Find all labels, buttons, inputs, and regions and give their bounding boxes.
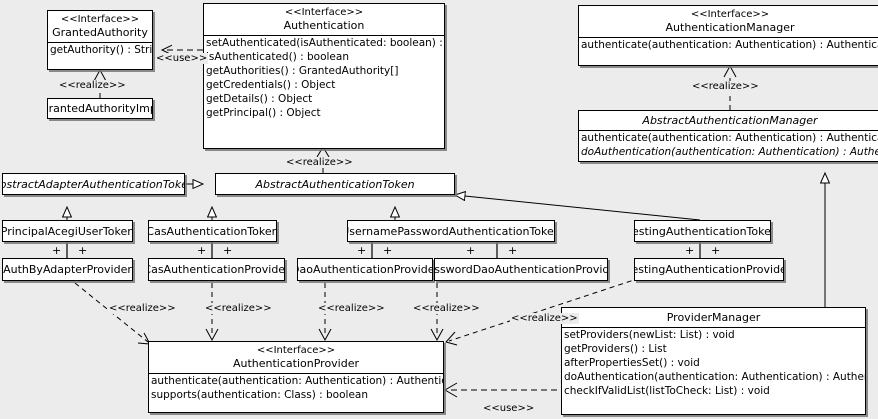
operation-row: setAuthenticated(isAuthenticated: boolea… [206,37,445,49]
association-visibility-marker: + [223,244,233,257]
class-dao-authentication-provider[interactable]: DaoAuthenticationProvider [297,258,433,281]
association-visibility-marker: + [357,244,367,257]
class-name-label: AuthByAdapterProvider [3,263,132,276]
association-visibility-marker: + [78,244,88,257]
stereotype-label: <<Interface>> [60,14,140,25]
class-name-label: AbstractAdapterAuthenticationToken [2,177,185,191]
association-visibility-marker: + [383,244,393,257]
class-name-label: GrantedAuthority [52,26,148,39]
class-name-label: TestingAuthenticationToken [634,224,771,238]
class-testing-authentication-provider[interactable]: TestingAuthenticationProvider [634,258,784,281]
class-name-label: CasAuthenticationProvider [148,263,285,276]
relationship-label-realize-testingauthenticationprovider: <<realize>> [510,313,579,324]
class-header: <<Interface>> Authentication [204,4,444,35]
class-name-label: GrantedAuthorityImpl [48,102,152,115]
operation-row: supports(authentication: Class) : boolea… [151,389,368,401]
class-username-password-authentication-token[interactable]: UsernamePasswordAuthenticationToken [347,220,555,242]
operation-row: authenticate(authentication: Authenticat… [151,375,444,387]
class-granted-authority[interactable]: <<Interface>> GrantedAuthority getAuthor… [47,10,153,70]
class-name-label: PasswordDaoAuthenticationProvider [434,263,607,276]
operations-compartment: authenticate(authentication: Authenticat… [579,37,878,52]
operation-row: getCredentials() : Object [206,79,336,91]
class-authentication-provider[interactable]: <<Interface>> AuthenticationProvider aut… [148,341,444,413]
class-name-label: Authentication [283,19,365,32]
class-authentication[interactable]: <<Interface>> Authentication setAuthenti… [203,3,445,149]
operation-row: authenticate(authentication: Authenticat… [581,132,878,144]
relationship-label-use-providermanager: <<use>> [482,403,536,414]
relationship-label-realize-abstractauthenticationtoken: <<realize>> [285,157,354,168]
operations-compartment: authenticate(authentication: Authenticat… [579,130,878,159]
operation-row: getAuthorities() : GrantedAuthority[] [206,65,399,77]
relationship-label-realize-grantedauthorityimpl: <<realize>> [58,80,127,91]
class-name-label: AbstractAuthenticationToken [255,177,415,191]
class-password-dao-authentication-provider[interactable]: PasswordDaoAuthenticationProvider [434,258,608,281]
class-name-label: PrincipalAcegiUserToken [2,224,133,238]
stereotype-label: <<Interface>> [256,345,336,356]
operation-row: afterPropertiesSet() : void [564,357,700,369]
relationship-label-use-authentication-grantedauthority: <<use>> [155,53,209,64]
class-authentication-manager[interactable]: <<Interface>> AuthenticationManager auth… [578,5,878,66]
relationship-label-realize-authbyadapterprovider: <<realize>> [108,303,177,314]
class-name-label: CasAuthenticationToken [148,224,277,238]
class-name-label: DaoAuthenticationProvider [297,263,433,276]
class-abstract-authentication-token[interactable]: AbstractAuthenticationToken [215,173,455,195]
operation-row: getDetails() : Object [206,93,313,105]
class-name-label: ProviderManager [666,311,761,324]
relationship-label-realize-passworddaoauthenticationprovider: <<realize>> [412,303,481,314]
class-testing-authentication-token[interactable]: TestingAuthenticationToken [634,220,771,242]
class-name-label: AbstractAuthenticationManager [642,114,818,127]
class-abstract-authentication-manager[interactable]: AbstractAuthenticationManager authentica… [578,110,878,162]
stereotype-label: <<Interface>> [690,9,770,20]
class-header: <<Interface>> AuthenticationManager [579,6,878,37]
operation-row: getAuthority() : String [50,44,153,56]
class-name-label: AuthenticationProvider [232,357,360,370]
operation-row: authenticate(authentication: Authenticat… [581,39,878,51]
operations-compartment: setAuthenticated(isAuthenticated: boolea… [204,35,444,120]
operations-compartment: setProviders(newList: List) : void getPr… [562,327,865,398]
association-visibility-marker: + [52,244,62,257]
operations-compartment: authenticate(authentication: Authenticat… [149,373,443,402]
class-provider-manager[interactable]: ProviderManager setProviders(newList: Li… [561,307,866,415]
operation-row: setProviders(newList: List) : void [564,329,735,341]
association-visibility-marker: + [508,244,518,257]
association-visibility-marker: + [197,244,207,257]
association-visibility-marker: + [711,244,721,257]
class-header: AbstractAuthenticationManager [579,111,878,130]
class-cas-authentication-provider[interactable]: CasAuthenticationProvider [148,258,285,281]
class-abstract-adapter-authentication-token[interactable]: AbstractAdapterAuthenticationToken [2,173,185,195]
stereotype-label: <<Interface>> [284,7,364,18]
class-granted-authority-impl[interactable]: GrantedAuthorityImpl [47,98,153,119]
association-visibility-marker: + [466,244,476,257]
class-name-label: TestingAuthenticationProvider [634,263,784,276]
link-testingauthenticationtoken-extends-abstractauthenticationtoken [455,195,701,221]
class-name-label: AuthenticationManager [665,21,795,34]
class-header: <<Interface>> AuthenticationProvider [149,342,443,373]
relationship-label-realize-casauthenticationprovider: <<realize>> [204,303,273,314]
class-cas-authentication-token[interactable]: CasAuthenticationToken [148,220,277,242]
class-header: <<Interface>> GrantedAuthority [48,11,152,42]
class-name-label: UsernamePasswordAuthenticationToken [347,224,555,238]
relationship-label-realize-abstractauthenticationmanager: <<realize>> [691,81,760,92]
class-auth-by-adapter-provider[interactable]: AuthByAdapterProvider [2,258,133,281]
association-visibility-marker: + [685,244,695,257]
operations-compartment: getAuthority() : String [48,42,152,57]
operation-row: doAuthentication(authentication: Authent… [581,146,878,158]
operation-row: getProviders() : List [564,343,667,355]
operation-row: checkIfValidList(listToCheck: List) : vo… [564,385,770,397]
relationship-label-realize-daoauthenticationprovider: <<realize>> [317,303,386,314]
operation-row: doAuthentication(authentication: Authent… [564,371,865,383]
operation-row: getPrincipal() : Object [206,107,321,119]
class-principal-acegi-user-token[interactable]: PrincipalAcegiUserToken [2,220,133,242]
operation-row: isAuthenticated() : boolean [206,51,349,63]
class-header: ProviderManager [562,308,865,327]
